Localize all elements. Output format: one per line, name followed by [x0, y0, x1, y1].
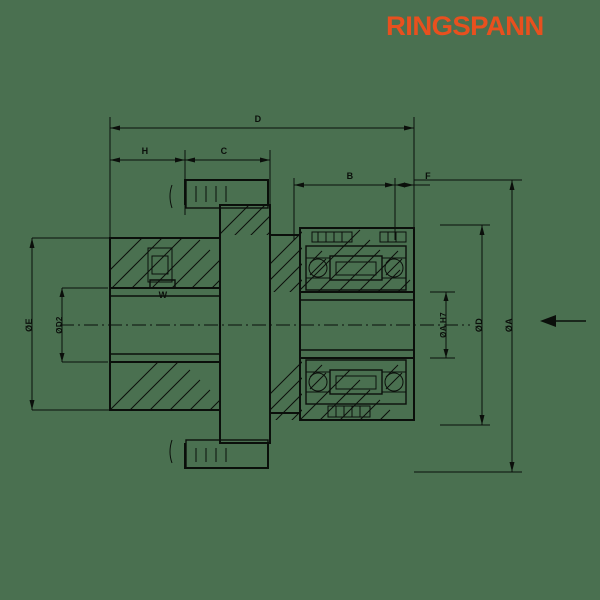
dim-label-D-top: D: [255, 114, 262, 124]
assembly-outline: [60, 179, 470, 469]
hatch-right-housing-bottom: [300, 369, 400, 420]
dim-label-W: W: [159, 290, 168, 300]
dim-label-B: B: [347, 171, 354, 181]
dim-label-H: H: [142, 146, 149, 156]
ringspann-logo: RINGSPANN: [386, 11, 544, 41]
section-arrow-icon: [540, 315, 586, 327]
dimension-group-top: [109, 117, 415, 250]
flange-bolt-detail: [169, 184, 227, 464]
hatch-flange-top: [220, 205, 270, 235]
hatch-transition-top: [270, 231, 302, 292]
bearing-detail-top: [305, 231, 407, 291]
hatch-left-hub-top: [110, 238, 220, 288]
dim-label-phi-E: ØE: [24, 318, 34, 332]
dim-label-phi-D2: ØD2: [55, 316, 64, 334]
bearing-detail-bottom: [305, 359, 407, 418]
dim-label-phi-D: ØD: [474, 318, 484, 332]
dim-label-C: C: [221, 146, 228, 156]
dimension-group-right: [414, 179, 522, 473]
dim-label-phi-A: ØA: [504, 318, 514, 332]
dimension-group-left: [29, 237, 110, 411]
dim-label-F: F: [425, 171, 431, 181]
dimension-group-upper-right: [293, 178, 430, 245]
dim-label-phi-A-H7: ØA H7: [439, 312, 448, 338]
hatch-left-hub-bottom: [110, 362, 220, 410]
hatch-transition-bottom: [270, 361, 302, 420]
